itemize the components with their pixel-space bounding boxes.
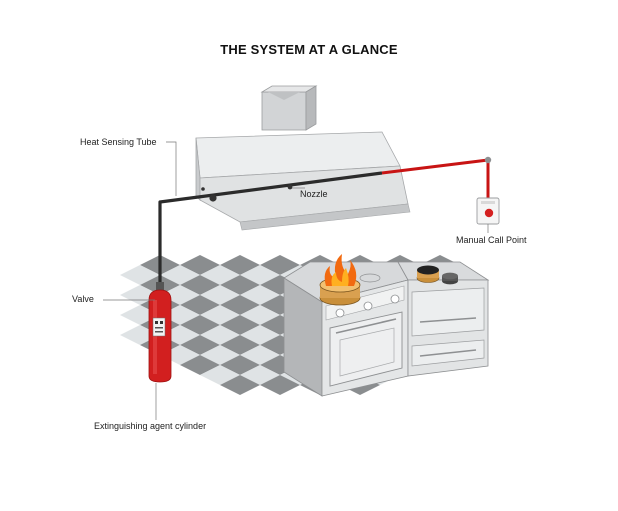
hood-bolt [201,187,205,191]
hood-chimney [260,85,318,131]
label-valve: Valve [72,294,94,304]
label-heat-sensing-tube: Heat Sensing Tube [80,137,157,147]
floor-tile [260,375,300,395]
heat-sensing-tube-dark [158,171,383,285]
label-extinguishing-agent-cylinder: Extinguishing agent cylinder [94,421,207,431]
nozzle-dot [287,184,293,190]
stove-unit [283,261,409,397]
extinguisher-cylinder [148,282,172,383]
tube-fitting [209,194,217,202]
label-nozzle: Nozzle [300,189,328,199]
label-manual-call-point: Manual Call Point [456,235,527,245]
flame-icon [324,254,357,286]
kitchen-hood [195,131,411,231]
side-cabinet [397,261,490,377]
tube-junction [484,156,492,164]
manual-call-point-box [476,197,500,225]
floor-tile [220,375,260,395]
diagram-title: THE SYSTEM AT A GLANCE [220,42,398,57]
leader-lines [103,141,489,420]
